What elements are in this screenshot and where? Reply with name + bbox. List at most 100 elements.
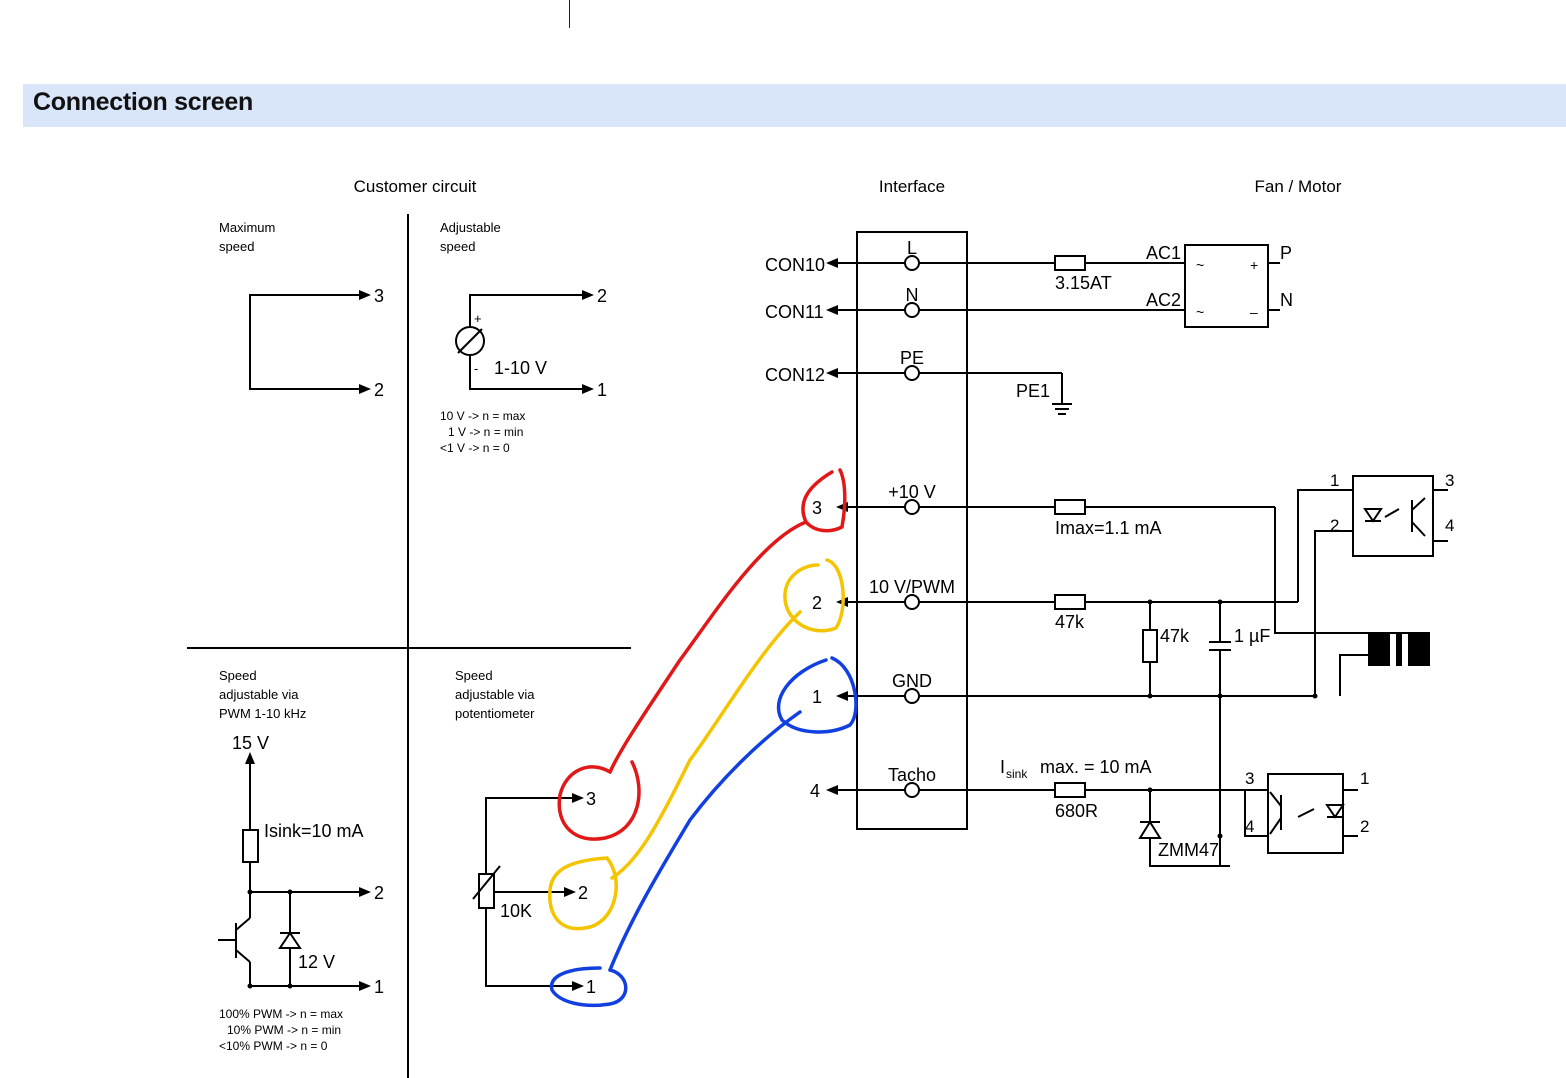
yellow-annotation-loop xyxy=(783,558,845,633)
adjustable-speed-circuit: Adjustable speed + - 2 1 1-10 V 10 V -> … xyxy=(440,220,607,455)
terminal-N xyxy=(904,302,920,318)
zener-diode-icon xyxy=(278,931,302,949)
con10-label: CON10 xyxy=(765,255,825,275)
voltage-source-icon xyxy=(455,326,485,356)
svg-text:+: + xyxy=(474,311,482,326)
n-label: N xyxy=(1280,290,1293,310)
imax-resistor xyxy=(1054,499,1086,515)
pwm-speed-circuit: Speed adjustable via PWM 1-10 kHz 15 V I… xyxy=(218,668,384,1053)
terminal-gnd xyxy=(904,688,920,704)
zmm47-label: ZMM47 xyxy=(1158,840,1219,860)
adj-speed-pin-1: 1 xyxy=(597,380,607,400)
interface-heading: Interface xyxy=(879,177,945,196)
terminal-L xyxy=(904,255,920,271)
opto-top-pin-4: 4 xyxy=(1445,516,1454,535)
red-annotation-loop xyxy=(801,468,847,533)
blue-annotation-connector xyxy=(608,710,802,972)
pwm-pin-2: 2 xyxy=(374,883,384,903)
rectifier-ac1-symbol: ~ xyxy=(1196,257,1204,273)
pot-value-label: 10K xyxy=(500,901,532,921)
pe1-label: PE1 xyxy=(1016,381,1050,401)
terminal-plus10v xyxy=(904,499,920,515)
voltage-range-label: 1-10 V xyxy=(494,358,547,378)
r47k-series-resistor xyxy=(1054,594,1086,610)
max-speed-label-1: Maximum xyxy=(219,220,275,235)
rectifier-minus-symbol: – xyxy=(1250,304,1258,320)
pwm-label-2: adjustable via xyxy=(219,687,299,702)
term-L-label: L xyxy=(907,238,917,258)
r47k-shunt-label: 47k xyxy=(1160,626,1190,646)
r47k-shunt-resistor xyxy=(1142,629,1158,663)
blue-annotation-circle xyxy=(549,966,628,1008)
term-gnd-label: GND xyxy=(892,671,932,691)
red-annotation-connector xyxy=(608,520,808,774)
terminal-PE xyxy=(904,365,920,381)
pot-pin-1: 1 xyxy=(586,977,596,997)
max-speed-label-2: speed xyxy=(219,239,254,254)
opto-bottom-pin-1: 1 xyxy=(1360,769,1369,788)
pot-label-1: Speed xyxy=(455,668,493,683)
term-pwm-label: 10 V/PWM xyxy=(869,577,955,597)
optocoupler-internals xyxy=(1269,497,1426,835)
svg-text:-: - xyxy=(474,361,478,376)
opto-bottom-pin-2: 2 xyxy=(1360,817,1369,836)
adj-note-1: 10 V -> n = max xyxy=(440,409,525,423)
con12-label: CON12 xyxy=(765,365,825,385)
pot-pin-2: 2 xyxy=(578,883,588,903)
pwm-label-1: Speed xyxy=(219,668,257,683)
customer-circuit-heading: Customer circuit xyxy=(354,177,477,196)
term-N-label: N xyxy=(906,285,919,305)
pot-label-2: adjustable via xyxy=(455,687,535,702)
potentiometer-circuit: Speed adjustable via potentiometer 3 2 1… xyxy=(455,668,596,997)
maximum-speed-circuit: Maximum speed 3 2 xyxy=(219,220,384,400)
con11-label: CON11 xyxy=(765,302,824,322)
rectifier-ac2-symbol: ~ xyxy=(1196,304,1204,320)
yellow-annotation-connector xyxy=(610,610,802,880)
p-label: P xyxy=(1280,243,1292,263)
adj-speed-pin-2: 2 xyxy=(597,286,607,306)
iface-pin-2: 2 xyxy=(812,593,822,613)
pwm-note-2: 10% PWM -> n = min xyxy=(227,1023,341,1037)
section-title: Connection screen xyxy=(33,88,253,116)
pwm-note-1: 100% PWM -> n = max xyxy=(219,1007,343,1021)
adj-speed-label-2: speed xyxy=(440,239,475,254)
fuse-icon xyxy=(1054,255,1086,271)
red-annotation-circle xyxy=(557,760,641,841)
opto-top-pin-2: 2 xyxy=(1330,516,1339,535)
pwm-pin-1: 1 xyxy=(374,977,384,997)
term-tacho-label: Tacho xyxy=(888,765,936,785)
adj-note-3: <1 V -> n = 0 xyxy=(440,441,510,455)
isink-label: Isink=10 mA xyxy=(264,821,364,841)
opto-top-pin-3: 3 xyxy=(1445,471,1454,490)
opto-bottom-pin-3: 3 xyxy=(1245,769,1254,788)
opto-bottom-pin-4: 4 xyxy=(1245,817,1254,836)
term-plus10v-label: +10 V xyxy=(888,482,936,502)
potentiometer-icon xyxy=(478,873,495,909)
signal-junctions xyxy=(1147,599,1318,839)
isink-max-label: max. = 10 mA xyxy=(1040,757,1152,777)
section-header-bar xyxy=(23,84,1566,127)
iface-pin-3: 3 xyxy=(812,498,822,518)
imax-label: Imax=1.1 mA xyxy=(1055,518,1162,538)
adj-note-2: 1 V -> n = min xyxy=(448,425,523,439)
terminal-pwm xyxy=(904,594,920,610)
fuse-label: 3.15AT xyxy=(1055,273,1112,293)
iface-pin-1: 1 xyxy=(812,687,822,707)
r680-label: 680R xyxy=(1055,801,1098,821)
supply-15v-label: 15 V xyxy=(232,733,269,753)
isink-main-label: I xyxy=(1000,757,1005,777)
optocoupler-top xyxy=(1352,475,1434,557)
top-divider-line xyxy=(569,0,570,28)
terminal-tacho xyxy=(904,782,920,798)
optocoupler-bottom xyxy=(1267,773,1344,854)
ac1-label: AC1 xyxy=(1146,243,1181,263)
rectifier-box xyxy=(1184,244,1269,328)
pot-pin-3: 3 xyxy=(586,789,596,809)
interface-block: L N PE +10 V 10 V/PWM GND Tacho CON10 CO… xyxy=(765,231,1315,830)
opto-top-pin-1: 1 xyxy=(1330,471,1339,490)
iface-pin-4: 4 xyxy=(810,781,820,801)
quadrant-dividers xyxy=(187,214,631,1078)
isink-resistor xyxy=(242,829,259,863)
max-speed-pin-3: 3 xyxy=(374,286,384,306)
